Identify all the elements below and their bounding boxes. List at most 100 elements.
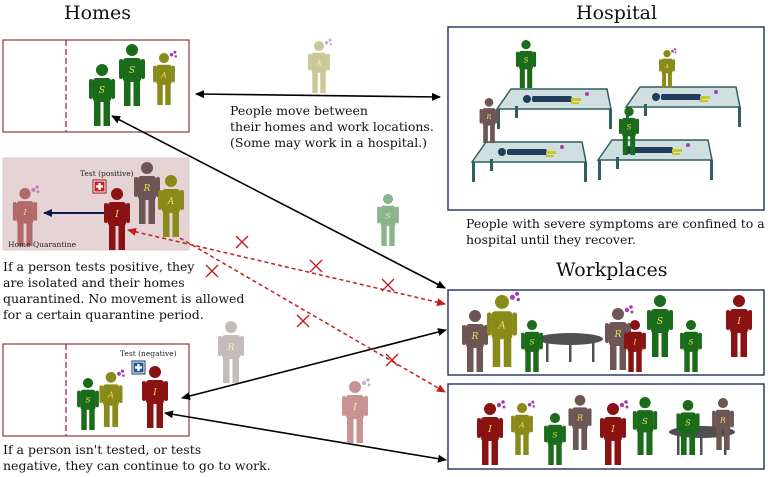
person-asymptomatic: A (153, 50, 177, 105)
state-letter: S (129, 66, 135, 76)
hospital-bed (624, 86, 741, 127)
person-recovered: R (605, 305, 634, 370)
state-letter: I (352, 403, 357, 413)
spore-icon (527, 400, 535, 408)
state-letter: I (22, 207, 27, 217)
person-asymptomatic: A (511, 400, 535, 455)
state-letter: A (160, 70, 167, 79)
state-letter: S (657, 317, 663, 327)
state-letter: S (642, 416, 648, 426)
person-susceptible: S (515, 40, 537, 88)
state-letter: R (719, 415, 726, 424)
workplaces-title: Workplaces (556, 259, 668, 281)
blocked-arrow-1 (127, 227, 446, 307)
person-asymptomatic: A (158, 175, 184, 237)
state-letter: R (486, 113, 492, 121)
state-letter: R (614, 330, 622, 340)
state-letter: I (114, 210, 119, 220)
person-susceptible: S (521, 320, 543, 372)
person-susceptible: S (377, 194, 399, 246)
positive-test-icon (92, 179, 107, 194)
state-letter: S (85, 395, 90, 404)
spore-icon (509, 291, 520, 302)
state-letter: R (143, 184, 151, 194)
test-positive-label: Test (positive) (80, 169, 134, 178)
person-recovered: R (568, 395, 592, 450)
person-infected: I (142, 366, 168, 428)
person-infected: I (726, 295, 752, 357)
person-susceptible: S (618, 107, 640, 155)
person-asymptomatic: A (659, 48, 677, 88)
homes-title: Homes (64, 2, 132, 24)
person-infected: I (342, 378, 371, 443)
spore-icon (169, 50, 177, 58)
blocked-arrow-2 (179, 237, 446, 393)
hospital-bed (470, 141, 587, 182)
person-susceptible: S (647, 295, 673, 357)
person-infected: I (477, 400, 506, 465)
state-letter: S (552, 430, 557, 439)
hospital-caption: People with severe symptoms are confined… (466, 216, 765, 247)
state-letter: A (497, 320, 506, 332)
person-asymptomatic: A (308, 38, 333, 93)
state-letter: I (487, 425, 492, 435)
person-recovered: R (479, 98, 499, 143)
person-susceptible: S (632, 397, 658, 455)
person-susceptible: S (119, 44, 145, 106)
state-letter: R (471, 332, 479, 342)
blocked-cross-marks (205, 235, 399, 367)
arrow-home2-workplace1 (181, 328, 447, 400)
negative-test-icon (131, 360, 146, 375)
state-letter: S (99, 86, 105, 96)
spore-icon (619, 400, 629, 409)
state-letter: I (610, 425, 615, 435)
person-recovered: R (218, 321, 244, 383)
state-letter: S (685, 419, 691, 428)
spore-icon (361, 378, 371, 387)
spore-icon (117, 369, 125, 377)
arrow-home2-workplace2 (164, 410, 447, 463)
spore-icon (496, 400, 506, 409)
state-letter: R (576, 414, 583, 423)
state-letter: A (167, 197, 175, 207)
person-infected: I (12, 185, 40, 246)
person-recovered: R (134, 162, 160, 224)
person-recovered: R (462, 310, 488, 372)
person-susceptible: S (89, 64, 115, 126)
hospital-bed (495, 88, 612, 129)
state-letter: I (633, 337, 638, 346)
meeting-table-1 (537, 333, 603, 362)
person-susceptible: S (676, 400, 700, 455)
state-letter: S (688, 337, 693, 346)
home-quarantine-label: Home Quarantine (8, 240, 77, 249)
person-infected: I (624, 320, 646, 372)
person-susceptible: S (77, 378, 99, 430)
state-letter: S (524, 56, 529, 64)
hospital-beds (470, 86, 741, 182)
people-layer: S S A A I I R A S S A I R I S A R S R A S R I S S I I A S R I S S R (12, 38, 752, 465)
person-susceptible: S (680, 320, 702, 372)
arrow-home-hospital (195, 90, 441, 101)
state-letter: S (627, 123, 632, 131)
state-letter: R (227, 343, 235, 353)
state-letter: A (664, 64, 669, 70)
state-letter: S (529, 337, 534, 346)
person-asymptomatic: A (99, 369, 125, 427)
state-letter: A (518, 420, 525, 429)
person-susceptible: S (544, 413, 566, 465)
spore-icon (324, 38, 333, 46)
person-recovered: R (712, 398, 734, 450)
spore-icon (671, 48, 677, 54)
hospital-title: Hospital (576, 2, 658, 24)
state-letter: A (107, 391, 114, 400)
person-infected: I (104, 188, 130, 250)
spore-icon (624, 305, 634, 314)
state-letter: S (385, 211, 390, 220)
person-asymptomatic: A (486, 291, 520, 367)
state-letter: I (152, 388, 157, 398)
test-negative-label: Test (negative) (120, 349, 177, 358)
person-infected: I (600, 400, 629, 465)
state-letter: A (315, 58, 322, 67)
state-letter: I (736, 317, 741, 327)
